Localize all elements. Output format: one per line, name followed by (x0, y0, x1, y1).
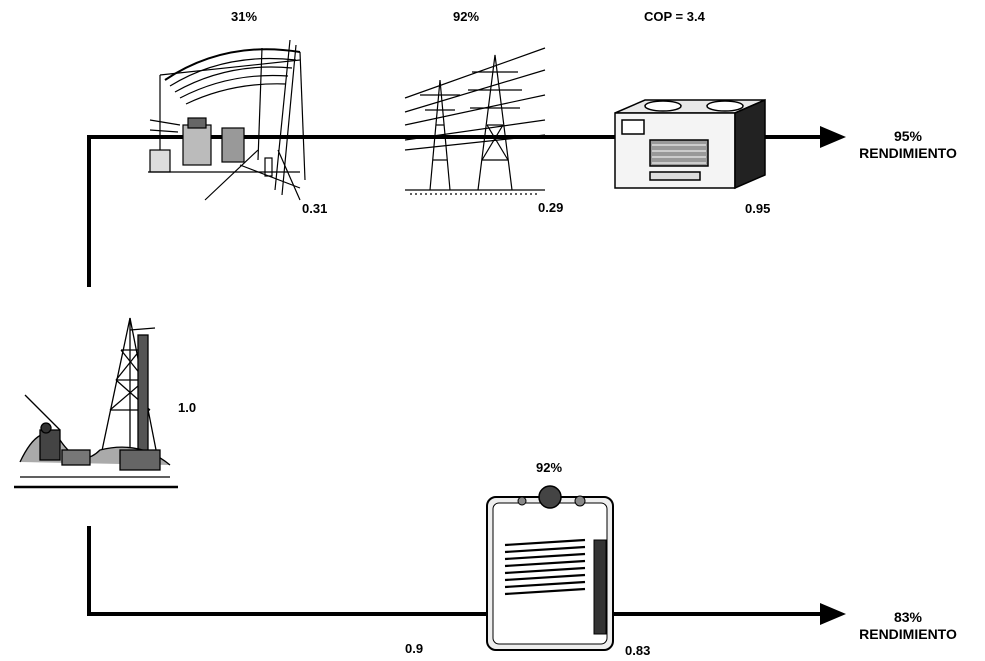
heater-illustration (487, 486, 613, 650)
heat-pump-illustration (615, 100, 765, 188)
heat-pump-cop: COP = 3.4 (644, 9, 705, 24)
bottom-result-label: RENDIMIENTO (842, 626, 974, 643)
heater-input: 0.9 (405, 641, 423, 656)
transmission-efficiency: 92% (453, 9, 479, 24)
heat-pump-output: 0.95 (745, 201, 770, 216)
heater-output: 0.83 (625, 643, 650, 658)
flow-lines (89, 137, 820, 614)
power-plant-output: 0.31 (302, 201, 327, 216)
oil-derrick-illustration (14, 318, 178, 487)
power-plant-illustration (148, 40, 305, 200)
bottom-result: 83% RENDIMIENTO (842, 609, 974, 643)
source-value: 1.0 (178, 400, 196, 415)
power-plant-efficiency: 31% (231, 9, 257, 24)
transmission-towers-illustration (405, 48, 545, 194)
top-result-label: RENDIMIENTO (842, 145, 974, 162)
bottom-result-percent: 83% (842, 609, 974, 626)
heater-efficiency: 92% (536, 460, 562, 475)
top-result-percent: 95% (842, 128, 974, 145)
bottom-flow-line (89, 526, 820, 614)
transmission-output: 0.29 (538, 200, 563, 215)
top-result: 95% RENDIMIENTO (842, 128, 974, 162)
